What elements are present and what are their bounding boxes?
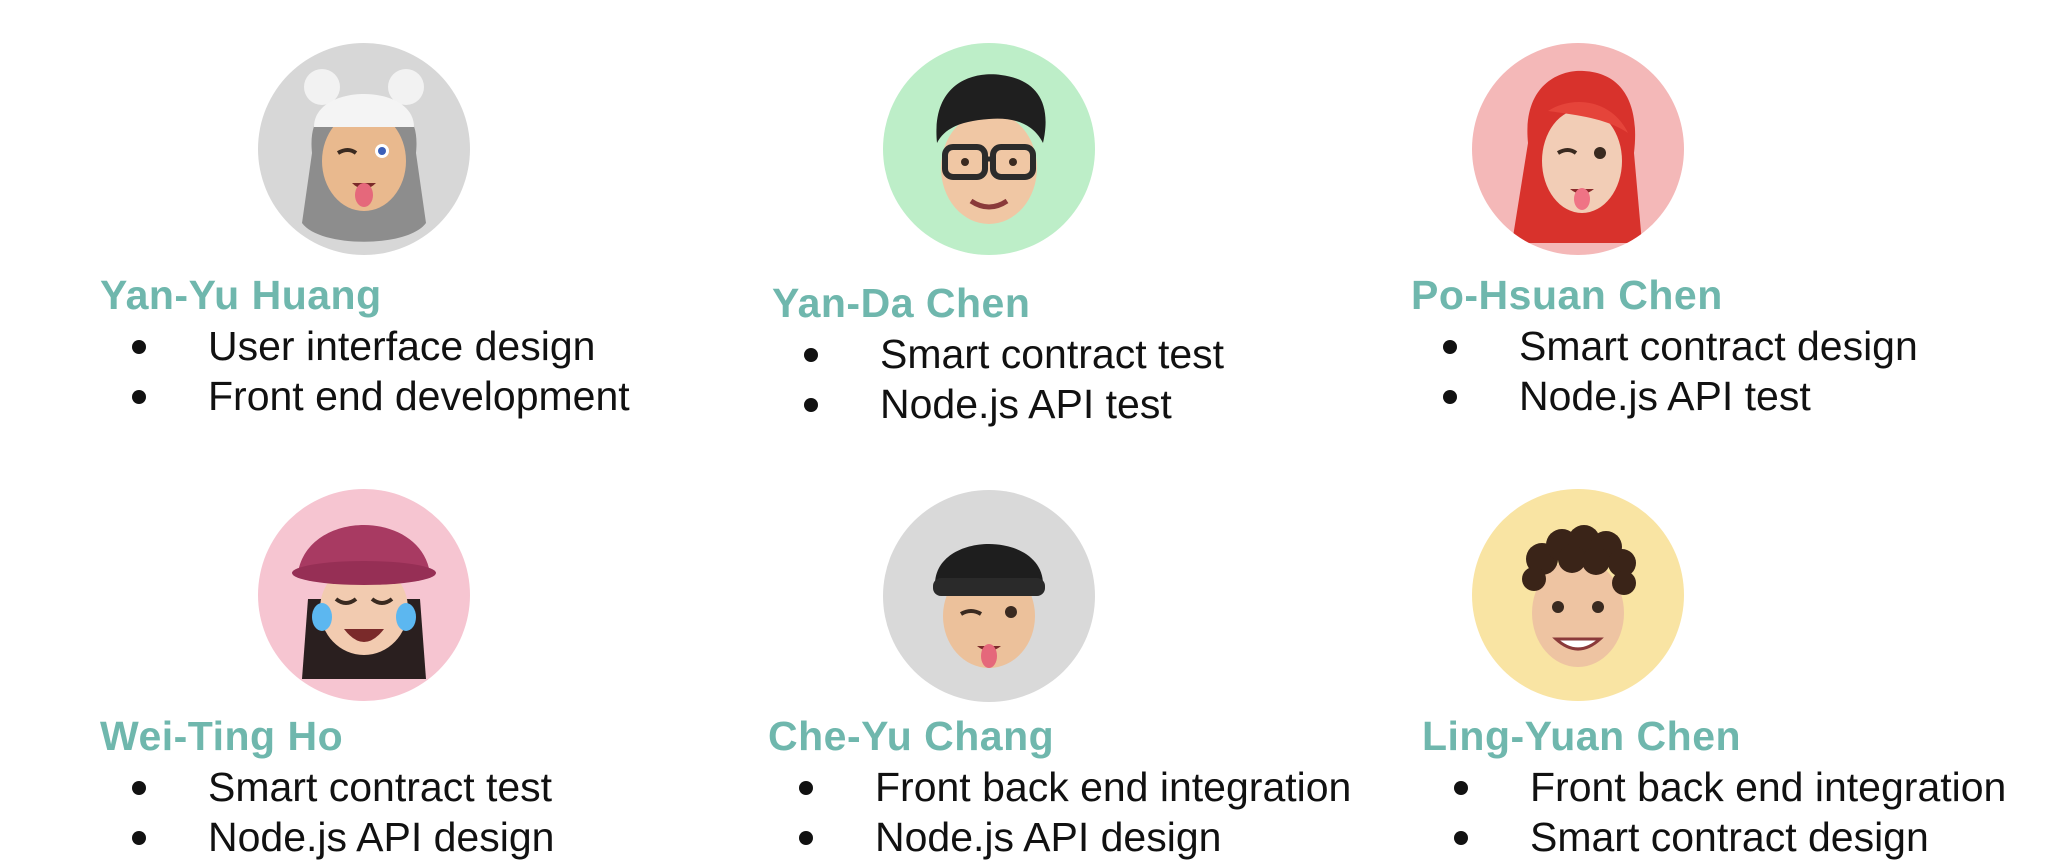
member-name: Po-Hsuan Chen [1411,272,1723,318]
bullet-icon [1454,831,1468,845]
memoji-curly-hair-smile-icon [1472,489,1684,701]
bullet-icon [132,340,146,354]
memoji-beanie-wink-icon [883,490,1095,702]
bullet-icon [804,398,818,412]
bullet-icon [799,781,813,795]
memoji-glasses-smile-icon [883,43,1095,255]
member-name: Yan-Yu Huang [100,272,382,318]
memoji-bear-hat-wink-icon [258,43,470,255]
bullet-icon [132,781,146,795]
member-name: Wei-Ting Ho [100,713,344,759]
bullet-icon [799,831,813,845]
bullet-icon [1454,781,1468,795]
bullet-icon [1443,390,1457,404]
bullet-icon [804,348,818,362]
member-name: Che-Yu Chang [768,713,1055,759]
bullet-icon [132,831,146,845]
memoji-bucket-hat-laugh-icon [258,489,470,701]
member-name: Ling-Yuan Chen [1422,713,1742,759]
memoji-red-hair-wink-icon [1472,43,1684,255]
bullet-icon [132,390,146,404]
bullet-icon [1443,340,1457,354]
member-name: Yan-Da Chen [772,280,1031,326]
